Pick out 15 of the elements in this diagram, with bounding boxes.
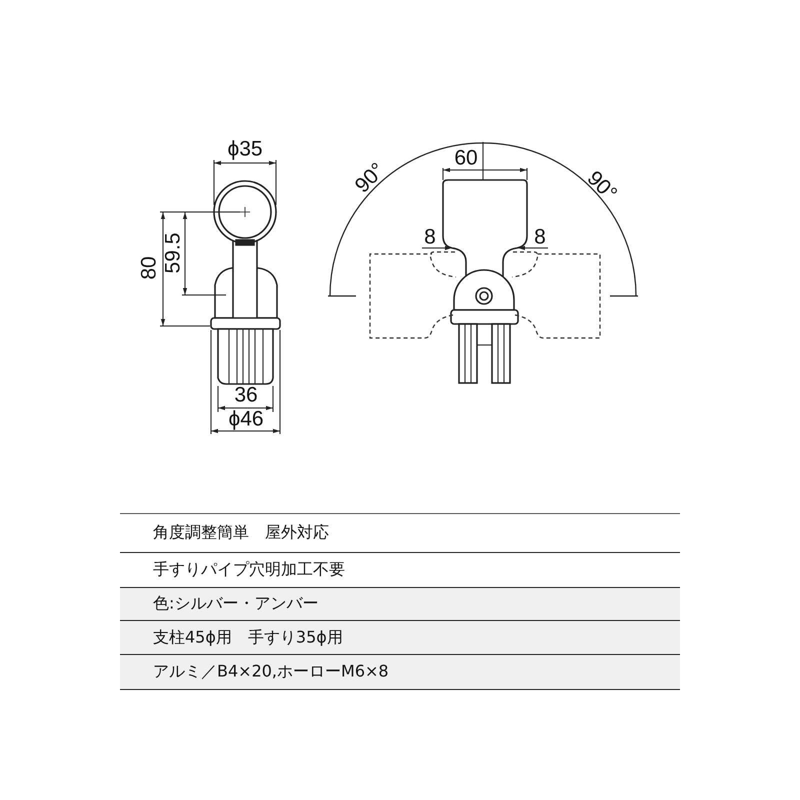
dimension-label: 59.5 (162, 232, 184, 274)
angle-label: 90° (351, 159, 389, 197)
spec-text: 手すりパイプ穴明加工不要 (153, 560, 345, 580)
dimension-label: 80 (138, 256, 160, 280)
dimension-label: ϕ46 (228, 408, 264, 430)
angle-label: 90° (583, 167, 621, 205)
dimension-label: ϕ35 (227, 138, 263, 160)
spec-text: 色:シルバー・アンバー (153, 594, 318, 614)
spec-text: アルミ／B4×20,ホーローM6×8 (153, 662, 389, 682)
spec-text: 支柱45ϕ用 手すり35ϕ用 (153, 627, 343, 648)
spec-text: 角度調整簡単 屋外対応 (153, 522, 329, 544)
dimension-label: 60 (454, 148, 478, 168)
dimension-label: 8 (424, 226, 436, 248)
dimension-label: 8 (534, 226, 546, 248)
dimension-label: 36 (234, 384, 258, 406)
